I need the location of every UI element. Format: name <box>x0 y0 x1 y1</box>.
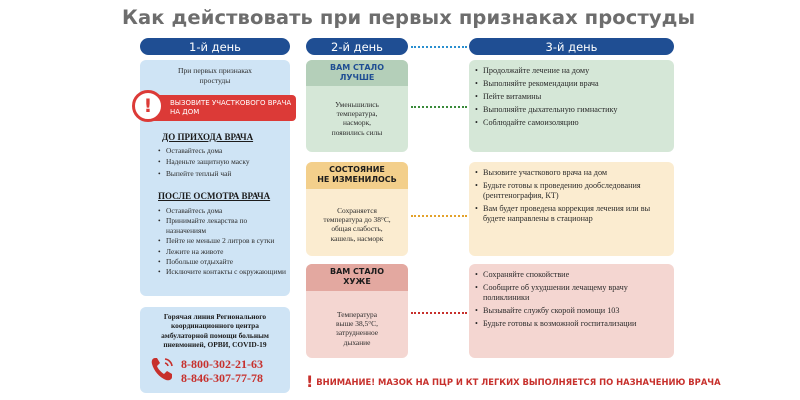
hotline-phones: 8-800-302-21-63 8-846-307-77-78 <box>181 357 263 385</box>
state-desc-line: насморк, <box>342 118 372 128</box>
state-desc-line: кашель, насморк <box>330 233 384 243</box>
list-item: Выпейте теплый чай <box>158 169 286 179</box>
list-item: Вызывайте службу скорой помощи 103 <box>475 306 668 316</box>
advice-worse-card: Сохраняйте спокойствие Сообщите об ухудш… <box>469 264 674 358</box>
list-item: Соблюдайте самоизоляцию <box>475 118 668 128</box>
list-item: Вам будет проведена коррекция лечения ил… <box>475 204 668 224</box>
state-heading-line: СОСТОЯНИЕ <box>329 165 385 174</box>
list-item: Сообщите об ухудшении лечащему врачу пол… <box>475 283 668 303</box>
before-doctor-heading: ДО ПРИХОДА ВРАЧА <box>162 132 254 142</box>
state-heading-line: ВАМ СТАЛО <box>330 267 384 276</box>
hotline-text: Горячая линия Регионального координацион… <box>142 312 288 349</box>
advice-better-card: Продолжайте лечение на дому Выполняйте р… <box>469 60 674 152</box>
exclamation-icon: ! <box>132 90 164 122</box>
state-better-card: ВАМ СТАЛО ЛУЧШЕ Уменьшились температура,… <box>306 60 408 152</box>
hotline-text-line: Горячая линия Регионального <box>163 312 267 321</box>
connector-header <box>411 46 467 48</box>
alert-text-line: ВЫЗОВИТЕ УЧАСТКОВОГО ВРАЧА <box>170 99 292 107</box>
list-item: Выполняйте дыхательную гимнастику <box>475 105 668 115</box>
state-desc-line: Температура <box>336 310 377 319</box>
state-desc-line: Уменьшились <box>335 100 379 109</box>
state-desc-line: затрудненное <box>335 328 379 338</box>
state-worse-heading: ВАМ СТАЛО ХУЖЕ <box>306 264 408 291</box>
list-item: Оставайтесь дома <box>158 206 286 216</box>
warning-footer: ! ВНИМАНИЕ! МАЗОК НА ПЦР И КТ ЛЕГКИХ ВЫП… <box>306 372 721 391</box>
state-better-description: Уменьшились температура, насморк, появил… <box>310 100 404 137</box>
state-desc-line: температура до 38°С, <box>323 215 391 225</box>
header-day1: 1-й день <box>140 38 290 55</box>
state-worse-description: Температура выше 38,5°С, затрудненное ды… <box>310 310 404 347</box>
list-item: Лежите на животе <box>158 247 286 257</box>
list-item: Будьте готовы к возможной госпитализации <box>475 319 668 329</box>
list-item: Принимайте лекарства по назначениям <box>158 216 286 235</box>
state-worse-card: ВАМ СТАЛО ХУЖЕ Температура выше 38,5°С, … <box>306 264 408 358</box>
state-unchanged-card: СОСТОЯНИЕ НЕ ИЗМЕНИЛОСЬ Сохраняется темп… <box>306 162 408 256</box>
list-item: Наденьте защитную маску <box>158 157 286 167</box>
state-desc-line: температура, <box>336 109 378 119</box>
list-item: Вызовите участкового врача на дом <box>475 168 668 178</box>
hotline-text-line: пневмонией, ОРВИ, COVID-19 <box>163 339 267 349</box>
list-item: Выполняйте рекомендации врача <box>475 79 668 89</box>
header-day2: 2-й день <box>306 38 408 55</box>
connector-unchanged <box>411 215 467 217</box>
list-item: Пейте не меньше 2 литров в сутки <box>158 236 286 246</box>
page-title: Как действовать при первых признаках про… <box>122 6 696 29</box>
call-doctor-alert: ВЫЗОВИТЕ УЧАСТКОВОГО ВРАЧА НА ДОМ <box>146 95 296 121</box>
list-item: Будьте готовы к проведению дообследовани… <box>475 181 668 201</box>
header-day3: 3-й день <box>469 38 674 55</box>
state-desc-line: общая слабость, <box>331 224 383 234</box>
hotline-text-line: координационного центра <box>171 321 259 331</box>
warning-text: ВНИМАНИЕ! МАЗОК НА ПЦР И КТ ЛЕГКИХ ВЫПОЛ… <box>316 376 721 387</box>
list-item: Побольше отдыхайте <box>158 257 286 267</box>
after-doctor-heading: ПОСЛЕ ОСМОТРА ВРАЧА <box>158 191 271 201</box>
state-desc-line: Сохраняется <box>337 206 377 215</box>
after-doctor-list: Оставайтесь дома Принимайте лекарства по… <box>158 206 286 277</box>
day1-intro: При первых признаках простуды <box>140 66 290 85</box>
day1-intro-line: При первых признаках <box>178 66 252 75</box>
list-item: Продолжайте лечение на дому <box>475 66 668 76</box>
state-better-heading: ВАМ СТАЛО ЛУЧШЕ <box>306 60 408 86</box>
phone-number-2[interactable]: 8-846-307-77-78 <box>181 371 263 385</box>
alert-text-line: НА ДОМ <box>170 108 200 116</box>
day1-intro-line: простуды <box>199 75 231 85</box>
list-item: Сохраняйте спокойствие <box>475 270 668 280</box>
advice-unchanged-card: Вызовите участкового врача на дом Будьте… <box>469 162 674 256</box>
connector-worse <box>411 312 467 314</box>
connector-better <box>411 106 467 108</box>
state-desc-line: появились силы <box>331 127 383 137</box>
state-heading-line: НЕ ИЗМЕНИЛОСЬ <box>317 175 397 184</box>
phone-number-1[interactable]: 8-800-302-21-63 <box>181 357 263 371</box>
hotline-text-line: амбулаторной помощи больным <box>161 330 269 340</box>
state-heading-line: ХУЖЕ <box>343 277 371 286</box>
left-margin <box>0 0 122 400</box>
right-margin <box>678 0 800 400</box>
before-doctor-list: Оставайтесь дома Наденьте защитную маску… <box>158 146 286 179</box>
state-unchanged-description: Сохраняется температура до 38°С, общая с… <box>310 206 404 243</box>
state-desc-line: дыхание <box>343 337 371 347</box>
phone-icon <box>151 358 173 381</box>
warning-exclamation-icon: ! <box>306 372 314 391</box>
list-item: Пейте витамины <box>475 92 668 102</box>
list-item: Исключите контакты с окружающими <box>158 267 286 277</box>
state-unchanged-heading: СОСТОЯНИЕ НЕ ИЗМЕНИЛОСЬ <box>306 162 408 189</box>
state-desc-line: выше 38,5°С, <box>336 319 378 329</box>
list-item: Оставайтесь дома <box>158 146 286 156</box>
state-heading-line: ЛУЧШЕ <box>339 73 375 82</box>
state-heading-line: ВАМ СТАЛО <box>330 63 384 72</box>
